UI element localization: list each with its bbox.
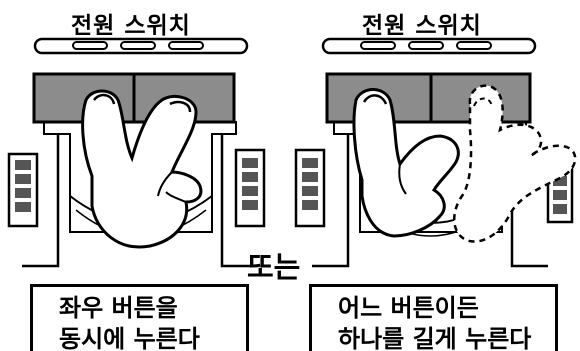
- right-power-switch-label: 전원 스위치: [362, 13, 482, 39]
- left-power-switch-label: 전원 스위치: [71, 13, 191, 39]
- right-power-switch-icon: [321, 37, 537, 55]
- right-panel-illustration: [294, 37, 577, 268]
- right-hand-solid-icon: [352, 88, 460, 238]
- left-side-grip-right: [234, 148, 266, 228]
- left-panel-illustration: [7, 37, 266, 268]
- left-caption-line-1: 좌우 버튼을: [59, 294, 178, 322]
- right-caption-line-1: 어느 버튼이든: [338, 294, 479, 322]
- left-power-switch-icon: [33, 37, 249, 55]
- left-caption-box: 좌우 버튼을 동시에 누른다: [30, 284, 249, 351]
- right-caption-box: 어느 버튼이든 하나를 길게 누른다: [309, 284, 558, 351]
- left-caption-line-2: 동시에 누른다: [59, 325, 200, 351]
- left-hand-both-fingers-icon: [81, 89, 203, 249]
- or-separator-label: 또는: [247, 250, 301, 284]
- right-side-grip-left: [294, 148, 326, 228]
- right-caption-line-2: 하나를 길게 누른다: [338, 325, 532, 351]
- left-side-grip-left: [7, 152, 39, 228]
- right-hand-dashed-icon: [453, 84, 577, 243]
